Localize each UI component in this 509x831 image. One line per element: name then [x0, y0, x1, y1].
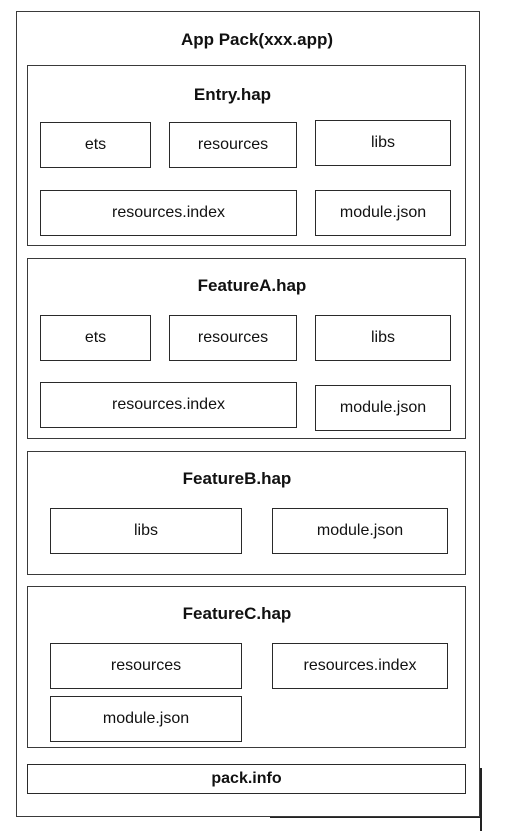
feature-a-resources-index-box: resources.index — [40, 382, 297, 428]
entry-resources-index-box: resources.index — [40, 190, 297, 236]
app-pack-title: App Pack(xxx.app) — [180, 30, 334, 49]
feature-a-hap-title: FeatureA.hap — [197, 276, 307, 295]
entry-module-json-box: module.json — [315, 190, 451, 236]
feature-a-module-json-box: module.json — [315, 385, 451, 431]
feature-c-resources-box: resources — [50, 643, 242, 689]
pack-info-box: pack.info — [27, 764, 466, 794]
feature-b-libs-box: libs — [50, 508, 242, 554]
feature-c-resources-index-box: resources.index — [272, 643, 448, 689]
entry-libs-box: libs — [315, 120, 451, 166]
entry-resources-box: resources — [169, 122, 297, 168]
feature-b-module-json-box: module.json — [272, 508, 448, 554]
feature-b-hap-title: FeatureB.hap — [182, 469, 292, 488]
feature-a-resources-box: resources — [169, 315, 297, 361]
entry-ets-box: ets — [40, 122, 151, 168]
feature-a-libs-box: libs — [315, 315, 451, 361]
feature-a-ets-box: ets — [40, 315, 151, 361]
entry-hap-title: Entry.hap — [193, 85, 272, 104]
feature-c-hap-title: FeatureC.hap — [182, 604, 292, 623]
edge-artifact-horizontal — [270, 817, 481, 818]
edge-artifact-vertical — [480, 768, 482, 831]
feature-c-module-json-box: module.json — [50, 696, 242, 742]
